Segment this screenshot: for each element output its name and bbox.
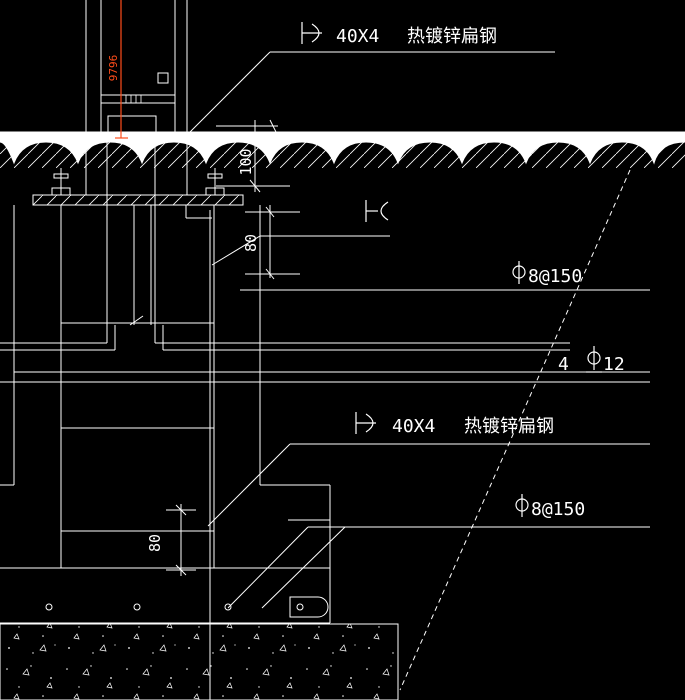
- rebar-size-mid: 12: [603, 354, 625, 375]
- coordinate-readout: 9796: [107, 55, 120, 82]
- leader-lines: [129, 51, 650, 609]
- ground-surface: [0, 131, 685, 168]
- diameter-symbol-icon: [586, 346, 602, 373]
- rebar-label-bottom: 8@150: [515, 494, 585, 520]
- foundation-outline: [0, 132, 650, 700]
- excavation-slope-line: [399, 169, 631, 691]
- rebar-spec-top: 8@150: [528, 266, 582, 287]
- flat-steel-size-mid: 40X4: [392, 416, 435, 437]
- flat-steel-symbol-icon: [301, 22, 322, 44]
- rebar-label-top: 8@150: [512, 261, 582, 287]
- flat-steel-symbol-icon: [355, 412, 376, 434]
- diameter-symbol-icon: [512, 261, 526, 284]
- flat-steel-material-top: 热镀锌扁钢: [407, 26, 497, 47]
- flat-steel-size-top: 40X4: [336, 26, 379, 47]
- dimension-80-top: 80: [242, 234, 260, 252]
- diameter-symbol-icon: [515, 494, 529, 517]
- rebar-label-mid: 4 12: [558, 346, 625, 375]
- weld-symbol-icon: [365, 200, 389, 222]
- coordinate-leader: 9796: [107, 0, 128, 139]
- flat-steel-label-mid: 40X4 热镀锌扁钢: [355, 412, 554, 437]
- dimension-80-bottom: 80: [146, 534, 164, 552]
- flat-steel-material-mid: 热镀锌扁钢: [464, 416, 554, 437]
- dimension-lines: [166, 119, 300, 576]
- flat-steel-label-top: 40X4 热镀锌扁钢: [301, 22, 497, 47]
- steel-column: [85, 0, 188, 195]
- dimension-100: 100: [237, 148, 255, 175]
- base-plate: [32, 168, 244, 206]
- rebar-count-mid: 4: [558, 354, 569, 375]
- concrete-cushion: [0, 623, 399, 700]
- rebar-spec-bottom: 8@150: [531, 499, 585, 520]
